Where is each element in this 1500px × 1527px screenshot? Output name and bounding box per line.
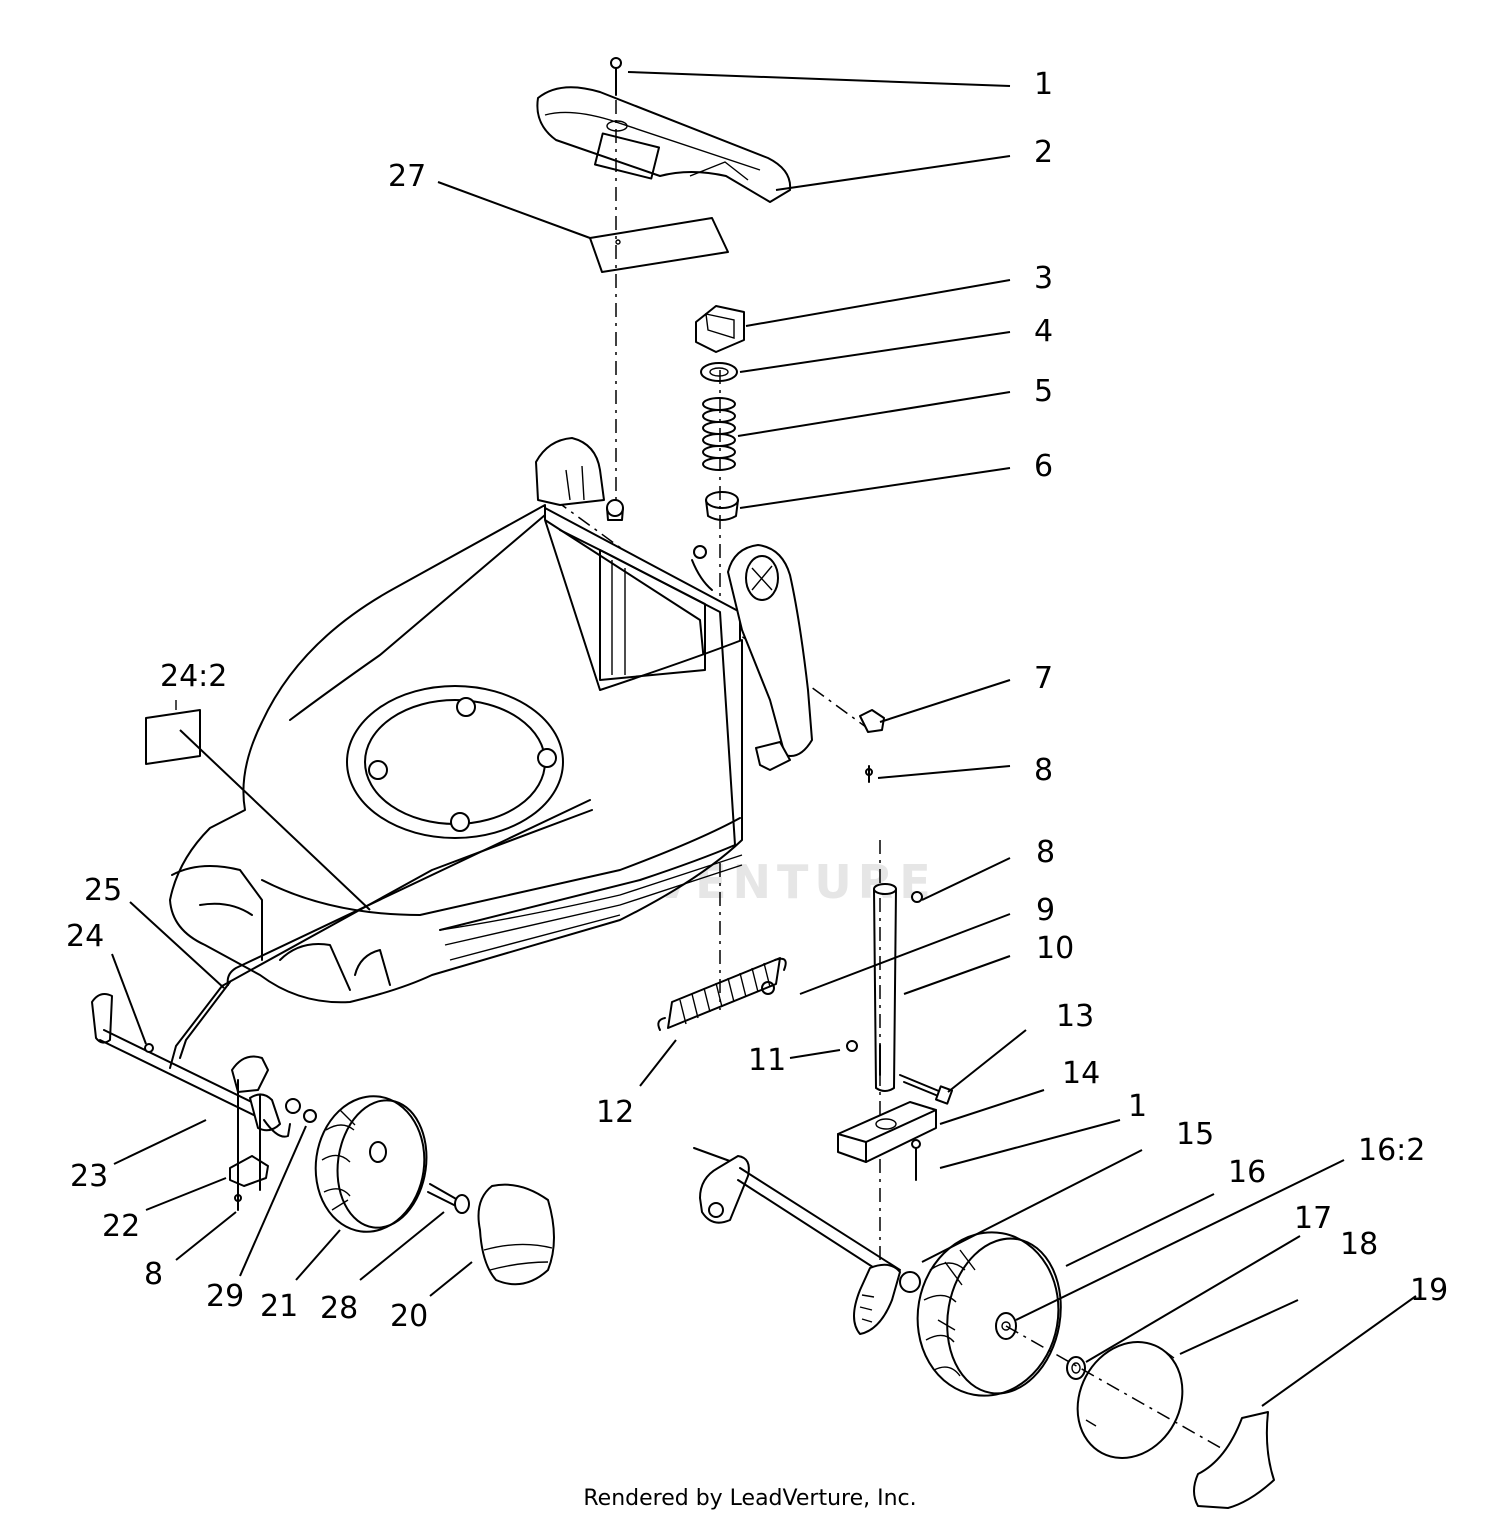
callout-11: 11 [748,1043,786,1078]
wheel-decal [1193,1411,1275,1509]
height-bracket [859,709,885,733]
pivot-arm [249,1093,301,1138]
callout-6: 6 [1034,449,1053,484]
callout-24: 24 [66,919,104,954]
handle-tube [873,883,897,1092]
callout-5: 5 [1034,374,1053,409]
callout-7: 7 [1034,661,1053,696]
callout-13: 13 [1056,999,1094,1034]
callout-27: 27 [388,159,426,194]
callout-1: 1 [1128,1089,1147,1124]
callout-10: 10 [1036,931,1074,966]
mower-deck [169,437,813,1004]
bushing [705,491,739,521]
callout-20: 20 [390,1299,428,1334]
callout-3: 3 [1034,261,1053,296]
wheel-bolt [427,1183,470,1214]
callout-25: 25 [84,873,122,908]
callout-18: 18 [1340,1227,1378,1262]
footer-credit: Rendered by LeadVerture, Inc. [583,1486,917,1511]
screw-top [610,57,622,96]
screw-lower [911,1139,921,1181]
callout-29: 29 [206,1279,244,1314]
callout-19: 19 [1410,1273,1448,1308]
callout-28: 28 [320,1291,358,1326]
callout-9: 9 [1036,893,1055,928]
callout-24-2: 24:2 [160,659,227,694]
hub-cover [477,1183,555,1286]
callout-8: 8 [144,1257,163,1292]
front-wheel [314,1095,428,1233]
bolt [899,1074,954,1105]
callout-15: 15 [1176,1117,1214,1152]
callout-4: 4 [1034,314,1053,349]
callout-14: 14 [1062,1056,1100,1091]
callout-22: 22 [102,1209,140,1244]
axle-clip [231,1055,269,1093]
callout-1: 1 [1034,67,1053,102]
compression-spring [702,397,736,471]
nut [846,1040,858,1052]
rear-wheel [916,1231,1062,1397]
callout-21: 21 [260,1289,298,1324]
callout-12: 12 [596,1095,634,1130]
screw [234,1194,242,1211]
callout-8: 8 [1036,835,1055,870]
warning-label [145,700,201,765]
set-screw [144,1043,154,1053]
callouts: 1 2 27 3 4 5 6 7 8 24:2 8 25 9 24 10 13 … [66,67,1448,1334]
rear-axle [693,1147,921,1335]
callout-8: 8 [1034,753,1053,788]
height-adjust-block [837,1101,937,1163]
lower-bracket [229,1155,269,1187]
callout-17: 17 [1294,1201,1332,1236]
set-screw [911,891,923,903]
screw [865,765,873,783]
callout-16-2: 16:2 [1358,1133,1425,1168]
wheel-nut [1066,1356,1086,1380]
callout-16: 16 [1228,1155,1266,1190]
handle-bracket-cover [536,86,792,203]
cover-plate [589,217,729,273]
callout-2: 2 [1034,135,1053,170]
washer [303,1109,317,1123]
hub-cap [1076,1341,1184,1459]
washer [700,362,738,382]
leader-lines [111,71,1417,1407]
pivot-bracket [695,305,745,353]
extension-spring [657,957,787,1031]
callout-23: 23 [70,1159,108,1194]
